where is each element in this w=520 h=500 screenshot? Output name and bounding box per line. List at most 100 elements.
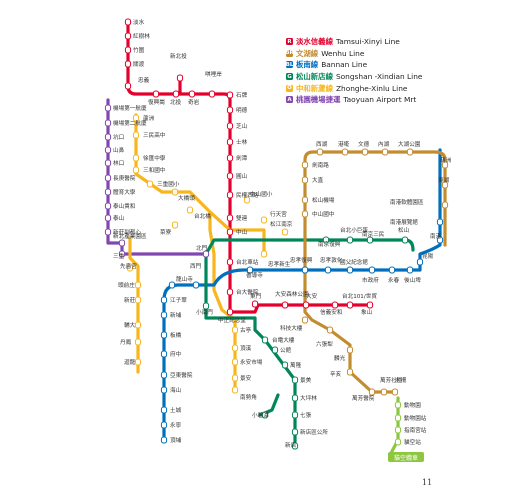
station-labels: 淡水紅樹林竹圍關渡新北投忠義唭哩岸奇岩北投復興崗明德石牌芝山士林劍潭圓山民權西路… <box>113 18 452 462</box>
station-label-songshan: 松山 <box>398 226 409 234</box>
station-label-danfeng: 丹鳳 <box>120 339 132 346</box>
station-label-nanshijiao: 南勢角 <box>240 393 257 401</box>
station-label-longshan: 龍山寺 <box>176 275 193 283</box>
station-xinpu <box>160 311 168 319</box>
station-label-wanfang_h: 萬芳醫院 <box>352 394 375 402</box>
station-changhuai <box>118 239 126 247</box>
legend-zh: 文湖線 <box>296 48 319 58</box>
station-xiaonanmen <box>202 302 210 310</box>
station-ximen <box>192 281 200 289</box>
station-jingan <box>231 374 239 382</box>
station-label-tucheng: 土城 <box>170 406 182 414</box>
legend: R 淡水信義線 Tamsui-Xinyi Line BR 文湖線 Wenhu L… <box>285 36 516 106</box>
station-muzha <box>391 388 399 396</box>
station-dingxi <box>231 344 239 352</box>
station-label-nanjing_sanmin: 南京三民 <box>362 230 385 238</box>
legend-swatch-purple: A <box>286 96 293 104</box>
station-haishan <box>160 386 168 394</box>
station-sanhe <box>132 166 140 174</box>
station-datong <box>171 188 179 196</box>
station-xianse <box>126 264 134 272</box>
station-label-yongan: 永安市場 <box>240 358 263 366</box>
station-label-zhongxiao_xinsheng: 忠孝新生 <box>268 260 291 268</box>
station-label-liuzhangli: 六張犁 <box>316 340 333 348</box>
page-number: 11 <box>422 478 433 487</box>
station-maokong <box>394 438 402 446</box>
station-zhongxiao_xinsheng <box>260 250 268 258</box>
station-wende <box>361 148 369 156</box>
station-xihu <box>316 148 324 156</box>
station-huzhou <box>441 161 449 169</box>
station-label-t2: 機場第二航廈 <box>113 119 147 127</box>
legend-row-green: G 松山新店線 Songshan -Xindian Line <box>286 71 516 83</box>
station-shipai <box>226 91 234 99</box>
station-xinyi_anhe <box>331 301 339 309</box>
station-label-wanfang_c: 萬芳社區 <box>380 376 403 384</box>
station-label-tamsui: 淡水 <box>133 18 145 26</box>
station-nangang_ex <box>436 218 444 226</box>
station-shilin <box>226 138 234 146</box>
station-yuanshan <box>226 172 234 180</box>
station-dongmen <box>251 300 259 308</box>
metro-stations <box>104 18 449 462</box>
station-zhuwei <box>124 46 132 54</box>
station-label-yongning: 永寧 <box>170 421 182 429</box>
station-zhinan <box>394 426 402 434</box>
legend-swatch-red: R <box>286 38 293 46</box>
station-label-nangang_sw: 南港軟體園區 <box>390 198 424 206</box>
station-label-zhongshan_jr: 中山國中 <box>312 210 335 218</box>
station-taipeibridge <box>186 206 194 214</box>
station-gangqian <box>341 148 349 156</box>
station-label-xindian: 新店 <box>285 441 297 449</box>
station-label-beitou: 北投 <box>170 98 182 106</box>
station-longshan <box>168 281 176 289</box>
station-kengkou <box>104 133 112 141</box>
station-label-gangqian: 港墘 <box>338 140 350 148</box>
station-zhongyi <box>124 82 132 90</box>
station-label-qizhang: 七張 <box>300 411 312 419</box>
station-label-jiannan: 劍南路 <box>312 161 329 169</box>
station-label-datong: 大橋頭 <box>178 194 195 202</box>
station-houshanpi <box>406 266 414 274</box>
station-label-xindian_office: 新店區公所 <box>300 428 328 436</box>
station-qizhang <box>291 411 299 419</box>
station-minquanw <box>226 191 234 199</box>
station-label-touqianzhuang: 頭前庄 <box>118 281 135 289</box>
station-label-daan_park: 大安森林公園 <box>275 290 309 298</box>
station-beimen <box>202 250 210 258</box>
station-danfeng <box>134 338 142 346</box>
station-label-shuanglian: 雙連 <box>236 214 248 222</box>
station-taishan <box>104 214 112 222</box>
station-label-daan: 大安 <box>306 292 318 300</box>
station-label-dingpu: 頂埔 <box>170 436 182 444</box>
station-label-sanmin: 三民高中 <box>143 131 166 139</box>
legend-en: Taoyuan Airport Mrt <box>343 95 417 105</box>
station-daan <box>302 301 310 309</box>
station-label-songjiang: 松江南京 <box>270 220 293 228</box>
station-ntuhospital <box>226 288 234 296</box>
station-dingpu <box>160 436 168 444</box>
legend-en: Wenhu Line <box>321 48 365 58</box>
station-xinzhuang <box>134 296 142 304</box>
station-sunyat <box>346 266 354 274</box>
legend-row-blue: BL 板南線 Bannan Line <box>286 59 516 71</box>
station-label-sportsu: 體育大學 <box>113 188 136 196</box>
station-label-xihu: 西湖 <box>316 140 328 148</box>
station-taipei_arena <box>346 236 354 244</box>
station-label-zhongxiao_dunhua: 忠孝敦化 <box>320 256 343 264</box>
station-label-yongchun: 永春 <box>388 276 400 284</box>
brown-line <box>303 150 447 262</box>
legend-zh: 中和新蘆線 <box>296 83 333 93</box>
station-jingmei <box>291 376 299 384</box>
station-label-songshan_airport: 松山機場 <box>312 196 335 204</box>
station-shanbi <box>104 146 112 154</box>
station-label-zhongshan: 中山 <box>236 228 247 236</box>
legend-swatch-green: G <box>286 73 293 81</box>
station-kunyang <box>416 258 424 266</box>
station-label-shilin: 士林 <box>236 138 248 146</box>
orange-line-mid <box>208 210 266 256</box>
station-label-xinhai: 辛亥 <box>330 370 342 378</box>
station-linkou <box>104 159 112 167</box>
station-label-xinyi_anhe: 信義安和 <box>320 308 343 316</box>
station-sportsu <box>104 188 112 196</box>
